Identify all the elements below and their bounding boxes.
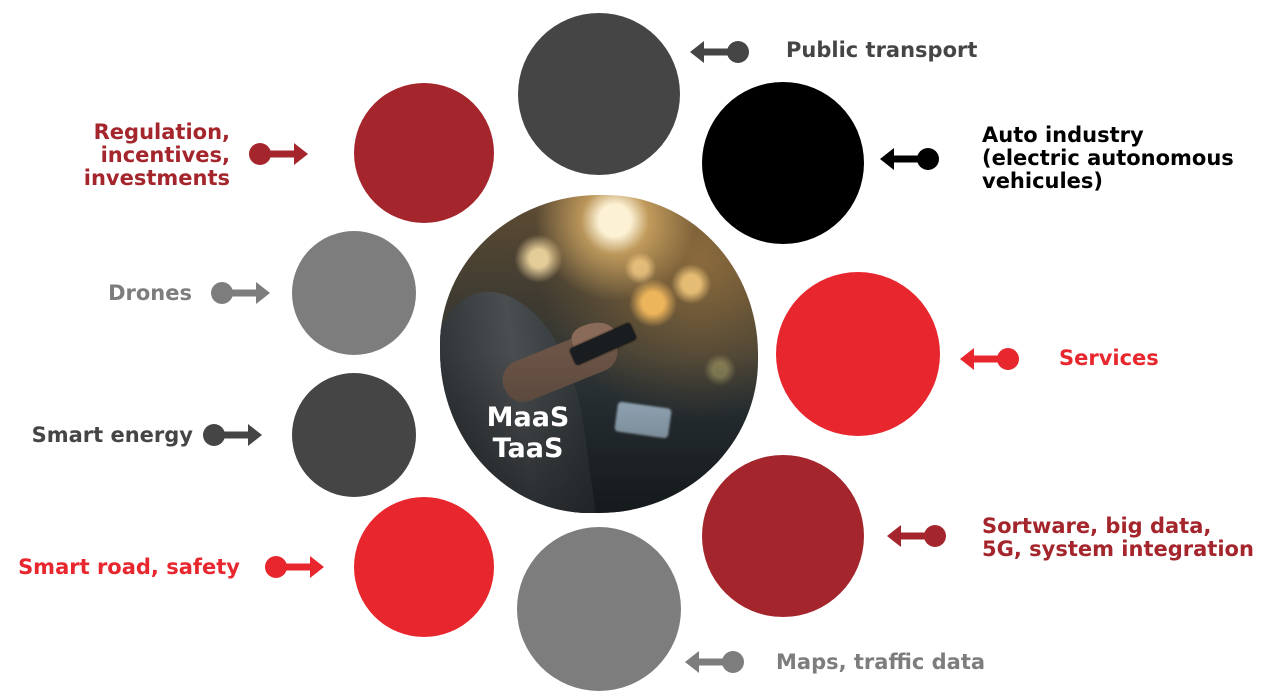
photo-shade xyxy=(440,195,758,513)
services-bubble xyxy=(776,272,940,436)
auto-industry-arrow-icon xyxy=(880,148,939,170)
auto-industry-line-2: (electric autonomous xyxy=(982,146,1234,170)
auto-industry-line-1: Auto industry xyxy=(982,123,1144,147)
software-label: Sortware, big data, 5G, system integrati… xyxy=(982,515,1254,561)
public-transport-bubble xyxy=(518,13,680,175)
smart-energy-bubble xyxy=(292,373,416,497)
drones-label: Drones xyxy=(108,281,192,305)
auto-industry-label: Auto industry (electric autonomous vehic… xyxy=(982,124,1234,193)
smart-road-arrow-icon xyxy=(265,556,324,578)
regulation-label: Regulation, incentives, investments xyxy=(40,121,230,190)
smart-energy-arrow-icon xyxy=(203,424,262,446)
services-label: Services xyxy=(1059,346,1159,370)
smart-road-bubble xyxy=(354,497,494,637)
center-title-line1: MaaS xyxy=(486,402,570,433)
software-arrow-icon xyxy=(887,525,946,547)
maps-label: Maps, traffic data xyxy=(776,650,986,674)
public-transport-label: Public transport xyxy=(786,38,978,62)
regulation-line-2: incentives, xyxy=(100,143,230,167)
regulation-arrow-icon xyxy=(249,143,308,165)
center-title: MaaS TaaS xyxy=(448,402,608,464)
public-transport-arrow-icon xyxy=(690,41,749,63)
center-title-line2: TaaS xyxy=(492,433,564,464)
maps-arrow-icon xyxy=(685,651,744,673)
smart-road-label: Smart road, safety xyxy=(18,555,240,579)
smart-energy-label: Smart energy xyxy=(31,423,193,447)
drones-arrow-icon xyxy=(211,282,270,304)
regulation-line-1: Regulation, xyxy=(93,120,230,144)
drones-bubble xyxy=(292,231,416,355)
software-line-2: 5G, system integration xyxy=(982,537,1254,561)
services-arrow-icon xyxy=(960,348,1019,370)
center-photo xyxy=(440,195,758,513)
auto-industry-line-3: vehicules) xyxy=(982,169,1104,193)
software-line-1: Sortware, big data, xyxy=(982,514,1212,538)
maps-bubble xyxy=(517,527,681,691)
regulation-line-3: investments xyxy=(83,166,230,190)
